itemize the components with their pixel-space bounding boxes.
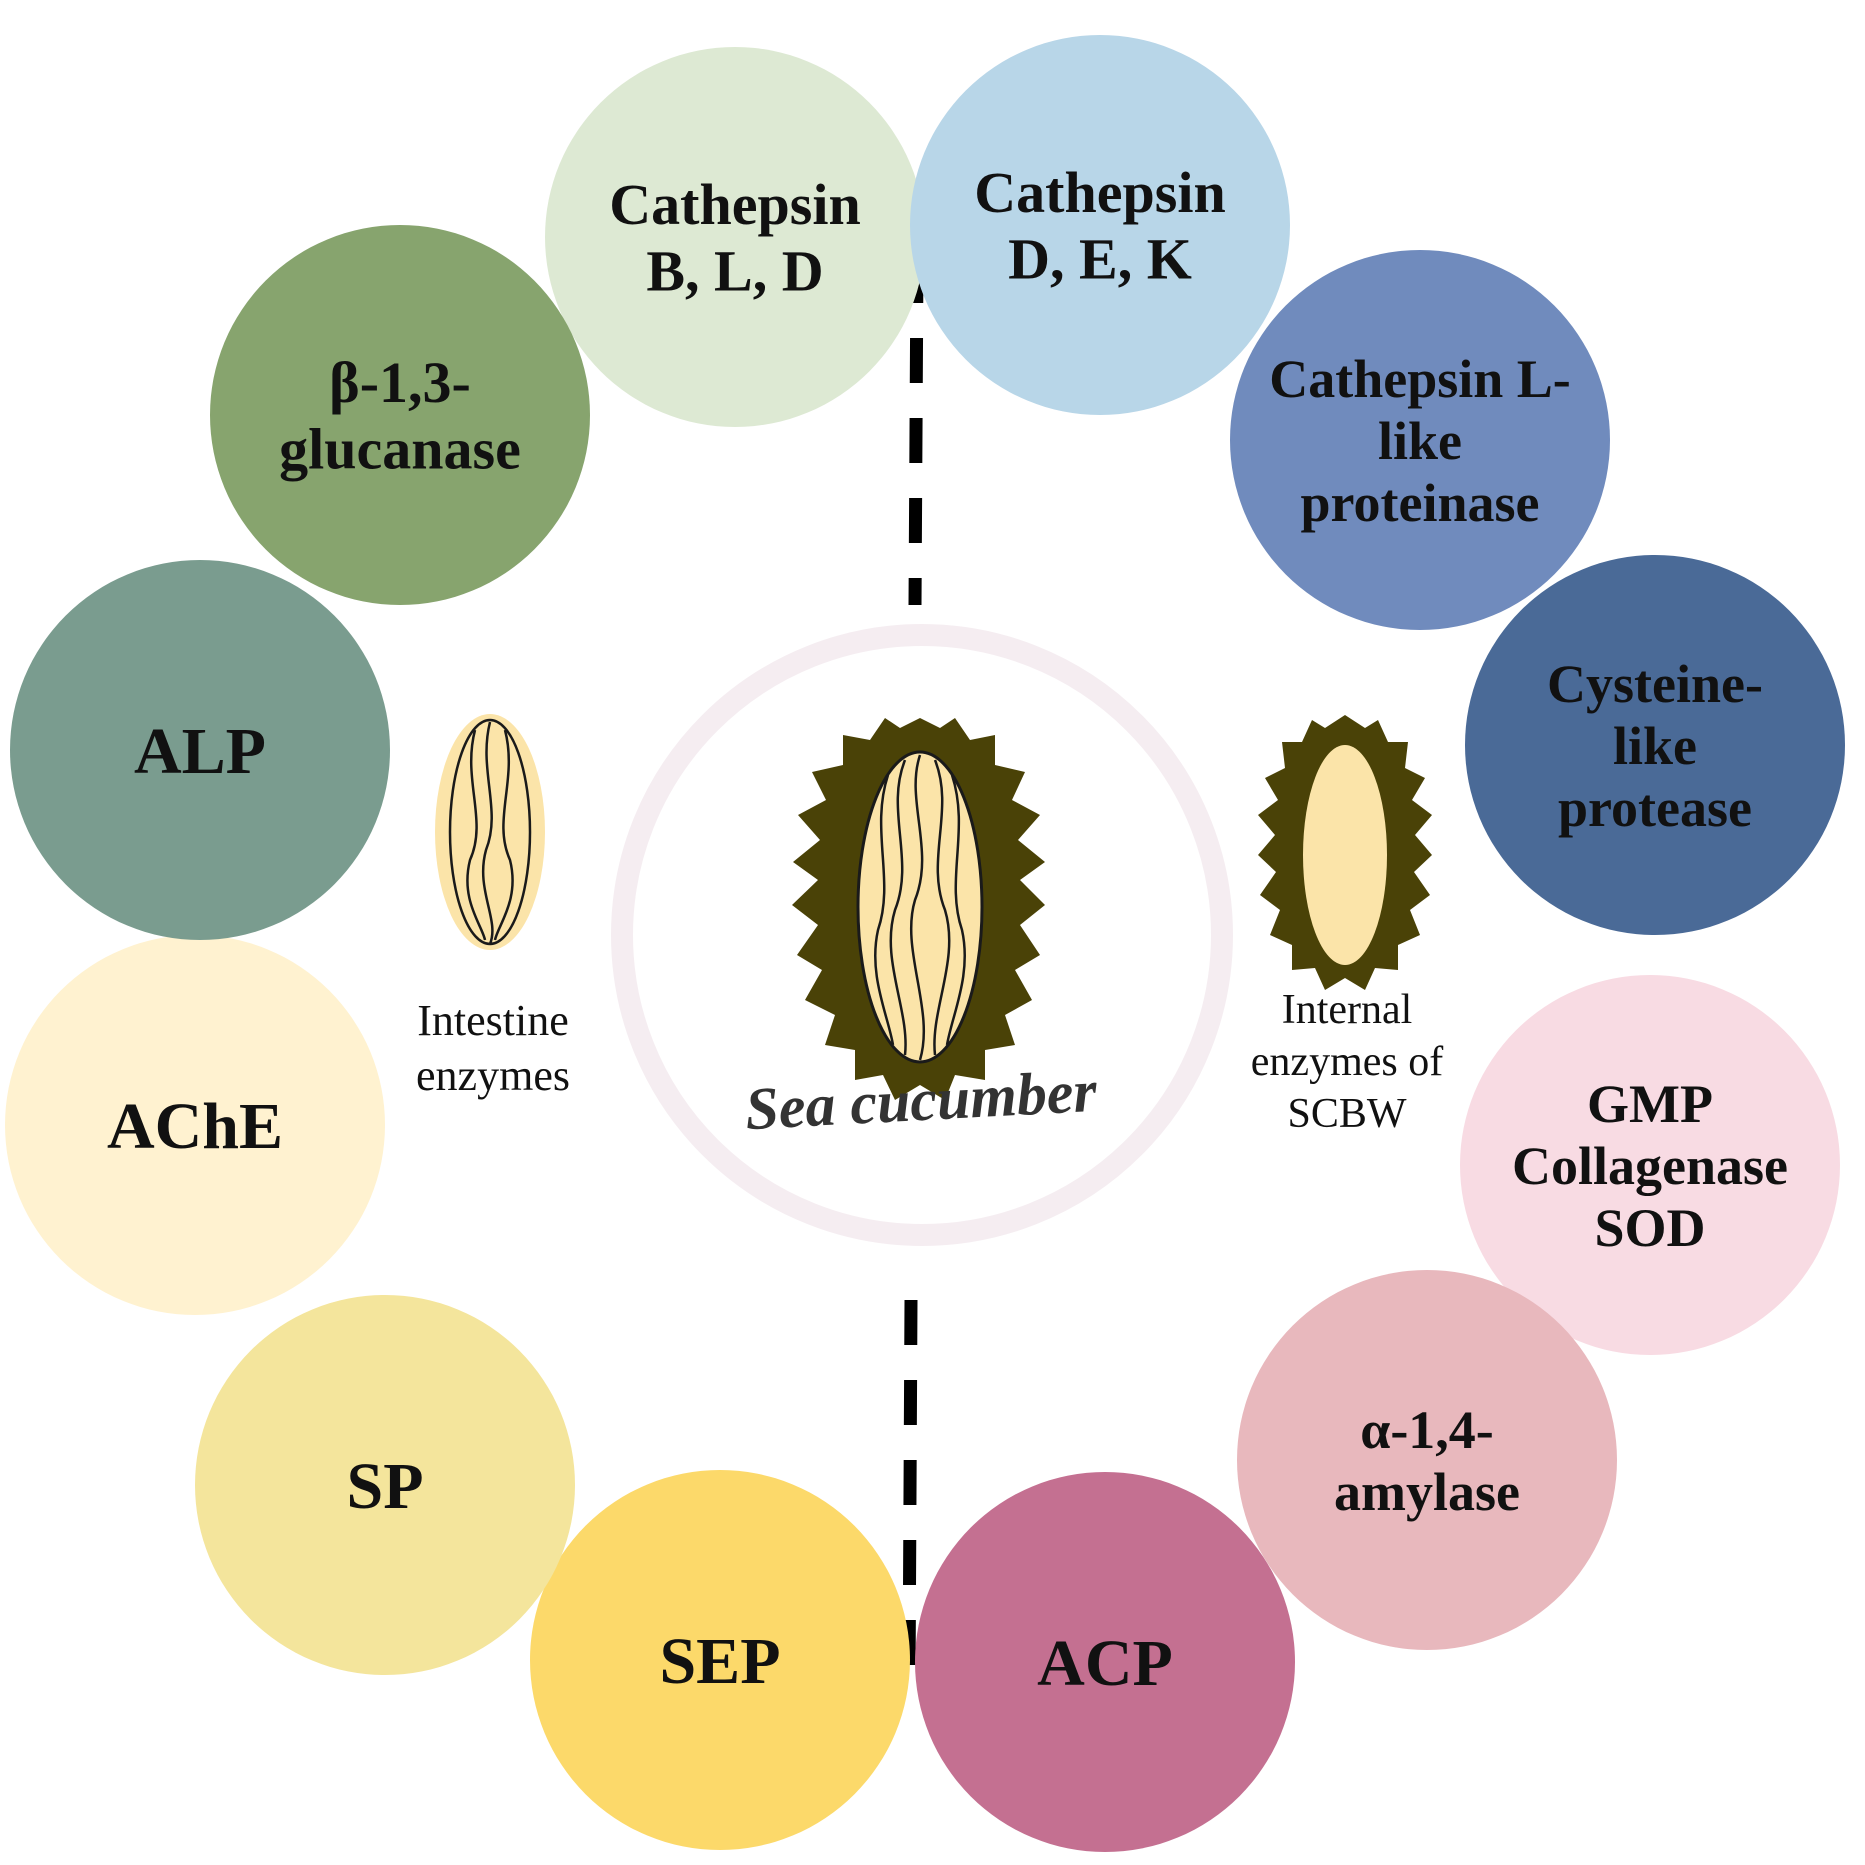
enzyme-label-cathepsin-l-like-line3: proteinase <box>1301 473 1540 533</box>
enzyme-circle-ache <box>5 935 385 1315</box>
enzyme-circle-sep <box>530 1470 910 1850</box>
enzyme-label-gmp-collagenase-sod-line2: Collagenase <box>1512 1136 1788 1196</box>
body-wall-icon <box>1258 715 1432 990</box>
enzyme-node-beta-glucanase: β-1,3-glucanase <box>210 225 590 605</box>
enzyme-node-alpha-amylase: α-1,4-amylase <box>1237 1270 1617 1650</box>
enzyme-label-beta-glucanase-line1: β-1,3- <box>329 350 471 415</box>
scbw-label-line1: Internal <box>1282 987 1413 1033</box>
enzyme-label-cathepsin-l-like-line1: Cathepsin L- <box>1269 349 1571 409</box>
enzyme-label-cathepsin-dek-line1: Cathepsin <box>974 160 1225 225</box>
enzyme-circle-cathepsin-dek <box>910 35 1290 415</box>
enzyme-node-acp: ACP <box>915 1472 1295 1852</box>
enzyme-circle-cysteine-like <box>1465 555 1845 935</box>
enzyme-label-ache-line1: AChE <box>107 1090 283 1163</box>
enzyme-label-gmp-collagenase-sod-line3: SOD <box>1594 1198 1705 1258</box>
enzyme-circle-alpha-amylase <box>1237 1270 1617 1650</box>
enzyme-label-cysteine-like-line1: Cysteine- <box>1547 654 1763 714</box>
intestine-label-line2: enzymes <box>416 1051 570 1100</box>
scbw-label-line2: enzymes of <box>1251 1039 1443 1085</box>
enzyme-circle-cathepsin-bld <box>545 47 925 427</box>
enzyme-label-sp-line1: SP <box>346 1450 423 1523</box>
enzyme-label-alp-line1: ALP <box>134 715 266 788</box>
enzyme-label-cathepsin-bld-line1: Cathepsin <box>609 172 860 237</box>
enzyme-circle-gmp-collagenase-sod <box>1460 975 1840 1355</box>
enzyme-circle-beta-glucanase <box>210 225 590 605</box>
enzyme-node-ache: AChE <box>5 935 385 1315</box>
sea-cucumber-icon <box>792 718 1045 1100</box>
enzyme-circle-sp <box>195 1295 575 1675</box>
enzyme-label-cathepsin-bld-line2: B, L, D <box>646 239 823 304</box>
enzyme-node-sp: SP <box>195 1295 575 1675</box>
enzyme-label-cathepsin-dek-line2: D, E, K <box>1008 227 1192 292</box>
enzyme-label-cysteine-like-line2: like <box>1613 716 1697 776</box>
enzyme-label-beta-glucanase-line2: glucanase <box>279 417 521 482</box>
enzyme-node-alp: ALP <box>10 560 390 940</box>
enzyme-label-alpha-amylase-line1: α-1,4- <box>1360 1400 1494 1460</box>
divider-top <box>908 257 924 606</box>
intestine-icon <box>435 714 545 950</box>
enzyme-label-sep-line1: SEP <box>659 1625 780 1698</box>
intestine-label-line1: Intestine <box>417 996 569 1045</box>
enzyme-label-acp-line1: ACP <box>1037 1627 1173 1700</box>
enzyme-circle-alp <box>10 560 390 940</box>
enzyme-circle-acp <box>915 1472 1295 1852</box>
enzyme-label-cathepsin-l-like-line2: like <box>1378 411 1462 471</box>
enzyme-circle-cathepsin-l-like <box>1230 250 1610 630</box>
enzyme-label-gmp-collagenase-sod-line1: GMP <box>1587 1074 1713 1134</box>
enzyme-node-sep: SEP <box>530 1470 910 1850</box>
scbw-label-line3: SCBW <box>1287 1091 1406 1137</box>
divider-bottom <box>902 1299 918 1686</box>
enzyme-label-alpha-amylase-line2: amylase <box>1334 1462 1520 1522</box>
enzyme-label-cysteine-like-line3: protease <box>1558 778 1752 838</box>
